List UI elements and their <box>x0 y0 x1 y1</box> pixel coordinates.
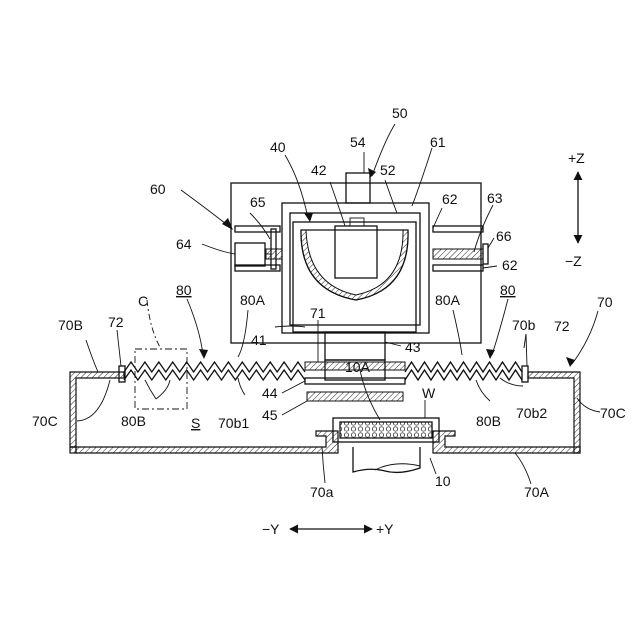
label-70b2: 70b2 <box>516 405 547 421</box>
label-80A-left: 80A <box>240 292 266 308</box>
label-44: 44 <box>262 385 278 401</box>
screw-63 <box>433 249 483 259</box>
label-43: 43 <box>405 339 421 355</box>
plate-44 <box>305 378 405 384</box>
label-66: 66 <box>496 228 512 244</box>
label-50: 50 <box>392 105 408 121</box>
label-62-top: 62 <box>442 191 458 207</box>
label-70a: 70a <box>310 484 334 500</box>
label-80-right: 80 <box>500 282 516 298</box>
shaft-43 <box>325 332 385 360</box>
plate-45 <box>307 392 403 401</box>
frame-60 <box>231 183 481 343</box>
label-10A: 10A <box>345 359 371 375</box>
label-65: 65 <box>250 194 266 210</box>
label-61: 61 <box>430 134 446 150</box>
bellows-80-left <box>124 362 305 380</box>
label-62-bottom: 62 <box>502 257 518 273</box>
wafer-W <box>340 422 432 438</box>
label-80-left: 80 <box>176 282 192 298</box>
label-80B-left: 80B <box>121 413 146 429</box>
bellows-80-right <box>405 362 522 380</box>
label-80B-right: 80B <box>476 413 501 429</box>
label-70C-right: 70C <box>600 405 626 421</box>
label-64: 64 <box>176 236 192 252</box>
clamp-72-right <box>522 366 528 382</box>
label-54: 54 <box>350 134 366 150</box>
axis-plus-z: +Z <box>568 150 585 166</box>
label-60: 60 <box>150 181 166 197</box>
label-45: 45 <box>262 407 278 423</box>
label-70A: 70A <box>524 484 550 500</box>
axis-plus-y: +Y <box>376 521 394 537</box>
axis-minus-z: −Z <box>565 253 582 269</box>
label-42: 42 <box>311 162 327 178</box>
label-41: 41 <box>251 332 267 348</box>
label-S: S <box>191 415 200 431</box>
label-72-right: 72 <box>554 318 570 334</box>
label-70b1: 70b1 <box>218 415 249 431</box>
label-70B: 70B <box>58 317 83 333</box>
label-70C-left: 70C <box>32 413 58 429</box>
label-10: 10 <box>435 473 451 489</box>
label-C: C <box>138 293 148 309</box>
label-W: W <box>422 385 436 401</box>
actuator-64 <box>235 243 265 266</box>
label-52: 52 <box>380 162 396 178</box>
table-10 <box>353 447 420 472</box>
label-71: 71 <box>310 305 326 321</box>
label-70b: 70b <box>512 317 536 333</box>
label-80A-right: 80A <box>435 292 461 308</box>
axis-minus-y: −Y <box>262 521 280 537</box>
label-70: 70 <box>597 294 613 310</box>
label-40: 40 <box>270 139 286 155</box>
label-63: 63 <box>487 190 503 206</box>
motor-54 <box>346 173 370 203</box>
leader-lines <box>77 124 600 484</box>
label-72-left: 72 <box>108 314 124 330</box>
